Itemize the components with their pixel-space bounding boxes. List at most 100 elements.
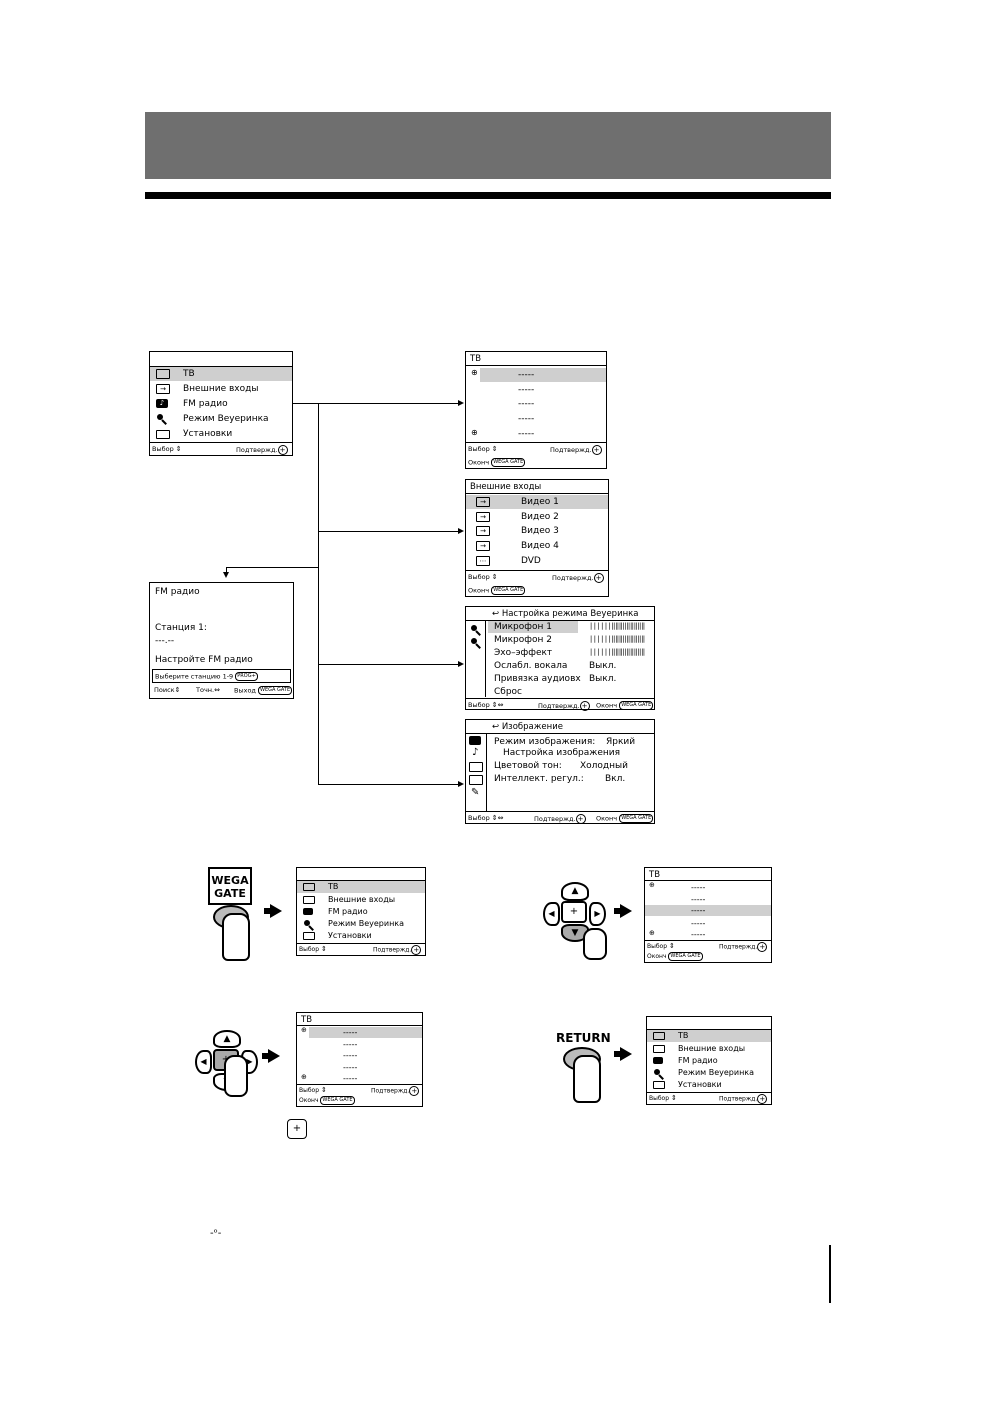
- tv-channel-row[interactable]: -----: [691, 919, 706, 928]
- ok-button-icon[interactable]: +: [561, 901, 587, 923]
- picture-menu-panel: ↩ Изображение ♪ ✎ Режим изображения: Ярк…: [465, 719, 655, 824]
- input-icon: [303, 896, 315, 904]
- ok-icon: +: [579, 701, 590, 711]
- music-note-icon: ♪: [156, 399, 168, 408]
- main-menu-item-inputs[interactable]: Внешние входы: [297, 894, 425, 906]
- ok-icon: +: [591, 445, 602, 455]
- party-row[interactable]: Сброс: [494, 687, 523, 697]
- party-row[interactable]: Микрофон 1: [488, 621, 578, 633]
- main-menu-item-setup[interactable]: Установки: [150, 427, 292, 441]
- connector: [318, 664, 458, 665]
- gate-label: GATE: [214, 887, 246, 900]
- microphone-icon: [157, 414, 163, 420]
- return-icon: ↩: [492, 722, 500, 732]
- wega-gate-badge: WEGA GATE: [619, 814, 654, 823]
- tv-channel-row[interactable]: -----: [343, 1074, 358, 1083]
- main-menu-item-label: FM радио: [183, 399, 228, 409]
- connector: [226, 567, 227, 573]
- main-menu-item-fm[interactable]: FM радио: [297, 906, 425, 918]
- tv-channel-row[interactable]: -----: [309, 1027, 422, 1038]
- up-down-icon: ⇕: [668, 942, 675, 950]
- input-icon: →: [156, 384, 170, 394]
- feature-icon: [469, 775, 483, 785]
- arrow-head: [458, 781, 464, 787]
- tv-channel-row[interactable]: -----: [518, 399, 535, 409]
- left-button-icon[interactable]: ◀: [543, 902, 560, 926]
- ext-input-row[interactable]: → Видео 4: [466, 539, 608, 553]
- up-button-icon[interactable]: ▲: [561, 882, 589, 901]
- footer-select: Выбор ⇕: [152, 445, 182, 453]
- step-arrow-icon: [620, 1047, 632, 1061]
- down-arrow-icon: ⊕: [471, 428, 478, 437]
- left-right-icon: ⇔: [214, 686, 220, 694]
- tv-channel-row[interactable]: -----: [645, 905, 771, 916]
- up-down-icon: ⇕: [491, 573, 498, 581]
- party-menu-title: ↩ Настройка режима Вeyeринка: [492, 609, 639, 619]
- tv-channel-row[interactable]: -----: [343, 1051, 358, 1060]
- up-button-icon[interactable]: ▲: [213, 1030, 241, 1048]
- picture-row[interactable]: Настройка изображения: [503, 748, 621, 758]
- tv-channel-row[interactable]: -----: [518, 414, 535, 424]
- ok-symbol-icon: -ᵒ-: [210, 1228, 222, 1239]
- up-down-icon: ⇕: [174, 686, 181, 694]
- picture-row[interactable]: Интеллект. регул.:: [494, 774, 584, 784]
- main-menu-item-setup[interactable]: Установки: [297, 930, 425, 942]
- fm-menu-title: FM радио: [155, 587, 200, 597]
- party-row[interactable]: Ослабл. вокала: [494, 661, 568, 671]
- main-menu-item-tv[interactable]: ТВ: [150, 367, 292, 381]
- ok-icon: +: [575, 814, 586, 824]
- music-note-icon: ♪: [472, 747, 479, 758]
- arrows-icon: ⇕⇔: [491, 814, 504, 822]
- arrow-head: [458, 528, 464, 534]
- up-arrow-icon: ⊕: [301, 1026, 307, 1034]
- up-down-icon: ⇕: [320, 1086, 327, 1094]
- main-menu-item-fm[interactable]: ♪ FM радио: [150, 397, 292, 411]
- main-menu-panel-step1: ТВ Внешние входы FM радио Режим Вeyeринк…: [296, 867, 426, 956]
- main-menu-item-party[interactable]: Режим Вeyeринка: [647, 1067, 771, 1079]
- right-button-icon[interactable]: ▶: [589, 902, 606, 926]
- main-menu-item-party[interactable]: Режим Вeyeринка: [297, 918, 425, 930]
- main-menu-item-inputs[interactable]: → Внешние входы: [150, 382, 292, 396]
- microphone-icon: [654, 1069, 660, 1075]
- microphone-icon: [304, 920, 310, 926]
- left-button-icon[interactable]: ◀: [195, 1050, 212, 1074]
- step-arrow-icon: [268, 1049, 280, 1063]
- party-value: Выкл.: [589, 661, 617, 671]
- main-menu-item-tv[interactable]: ТВ: [297, 881, 425, 893]
- tv-menu-panel-step3: ТВ ⊕ ----- ----- ----- ----- ----- ⊕ Выб…: [296, 1012, 423, 1107]
- ext-input-row[interactable]: → Видео 2: [466, 510, 608, 524]
- tv-channel-row[interactable]: -----: [343, 1063, 358, 1072]
- tv-channel-row[interactable]: -----: [691, 930, 706, 939]
- level-bar[interactable]: ||||||‖‖‖‖‖‖‖‖‖: [589, 635, 645, 643]
- tv-channel-row[interactable]: -----: [343, 1040, 358, 1049]
- party-row[interactable]: Эхо–эффект: [494, 648, 553, 658]
- fm-station-select-box[interactable]: Выберите станцию 1-9 PROG+: [152, 669, 291, 683]
- tv-channel-row[interactable]: -----: [518, 385, 535, 395]
- picture-row[interactable]: Цветовой тон:: [494, 761, 562, 771]
- down-arrow-icon: ⊕: [301, 1073, 307, 1081]
- fm-prompt: Настройте FM радио: [155, 655, 253, 665]
- level-bar[interactable]: ||||||‖‖‖‖‖‖‖‖‖: [589, 622, 645, 630]
- wega-gate-button[interactable]: WEGA GATE: [208, 867, 252, 905]
- main-menu-item-inputs[interactable]: Внешние входы: [647, 1043, 771, 1055]
- main-menu-item-party[interactable]: Режим Вeyeринка: [150, 412, 292, 426]
- level-bar[interactable]: ||||||‖‖‖‖‖‖‖‖‖: [589, 648, 645, 656]
- fm-station-value: ---.--: [155, 636, 175, 646]
- music-note-icon: [653, 1057, 663, 1064]
- ext-input-row[interactable]: → Видео 3: [466, 524, 608, 538]
- tv-channel-row[interactable]: -----: [480, 368, 606, 382]
- connector: [226, 567, 318, 568]
- picture-row[interactable]: Режим изображения:: [494, 737, 596, 747]
- main-menu-item-tv[interactable]: ТВ: [647, 1030, 771, 1042]
- main-menu-item-fm[interactable]: FM радио: [647, 1055, 771, 1067]
- tv-channel-row[interactable]: -----: [518, 429, 535, 439]
- tv-channel-row[interactable]: -----: [691, 883, 706, 892]
- party-row[interactable]: Микрофон 2: [494, 635, 552, 645]
- toolbox-icon: [653, 1081, 665, 1089]
- tv-menu-panel-step2: ТВ ⊕ ----- ----- ----- ----- ----- ⊕ Выб…: [644, 867, 772, 963]
- main-menu-item-setup[interactable]: Установки: [647, 1079, 771, 1091]
- ext-input-row[interactable]: ⋯ DVD: [466, 554, 608, 568]
- ext-input-row[interactable]: → Видео 1: [466, 495, 608, 509]
- party-row[interactable]: Привязка аудиовх: [494, 674, 581, 684]
- tv-channel-row[interactable]: -----: [691, 895, 706, 904]
